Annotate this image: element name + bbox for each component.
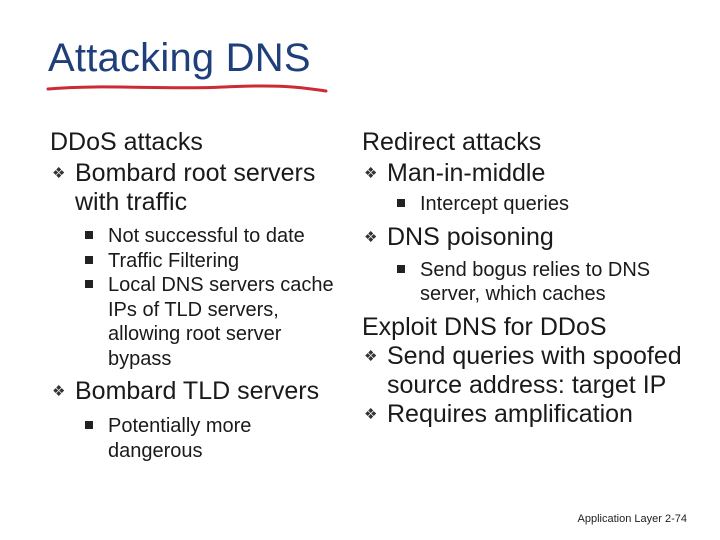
- right-sub-item-1: Intercept queries: [385, 192, 702, 217]
- left-sub-item-2: Traffic Filtering: [73, 249, 350, 274]
- left-sub-item-3-text: Local DNS servers cache IPs of TLD serve…: [108, 274, 334, 370]
- right-sub-item-2-text: Send bogus relies to DNS server, which c…: [420, 258, 651, 306]
- left-sub-item-3: Local DNS servers cache IPs of TLD serve…: [73, 273, 350, 371]
- square-bullet-icon: [397, 199, 405, 207]
- right-item-2-sublist: Send bogus relies to DNS server, which c…: [362, 258, 702, 307]
- diamond-bullet-icon: ❖: [364, 347, 378, 365]
- right-item-1-text: Man-in-middle: [387, 159, 546, 187]
- footer-label: Application Layer: [577, 513, 662, 525]
- right-column: Redirect attacks ❖ Man-in-middle Interce…: [362, 128, 702, 429]
- right-item-2-text: DNS poisoning: [387, 222, 554, 251]
- square-bullet-icon: [85, 421, 93, 429]
- right-item-amplification: ❖ Requires amplification: [362, 400, 702, 429]
- diamond-bullet-icon: ❖: [52, 165, 66, 182]
- right-item-4-text: Requires amplification: [387, 399, 633, 428]
- square-bullet-icon: [397, 264, 405, 273]
- diamond-bullet-icon: ❖: [52, 383, 66, 400]
- footer-page-number: 2-74: [664, 513, 687, 525]
- left-item-1-sublist: Not successful to date Traffic Filtering…: [50, 224, 350, 371]
- square-bullet-icon: [85, 231, 93, 239]
- left-heading: DDoS attacks: [50, 128, 203, 156]
- left-sub-item-4: Potentially more dangerous: [73, 414, 350, 463]
- right-sub-item-2: Send bogus relies to DNS server, which c…: [385, 258, 702, 307]
- diamond-bullet-icon: ❖: [364, 228, 378, 246]
- square-bullet-icon: [85, 280, 93, 288]
- slide-footer: Application Layer 2-74: [578, 513, 687, 525]
- right-heading-2: Exploit DNS for DDoS: [362, 312, 607, 341]
- left-column: DDoS attacks ❖ Bombard root servers with…: [50, 128, 350, 463]
- left-sub-item-4-text: Potentially more dangerous: [108, 415, 252, 462]
- diamond-bullet-icon: ❖: [364, 165, 378, 182]
- diamond-bullet-icon: ❖: [364, 405, 378, 423]
- slide-title: Attacking DNS: [48, 36, 311, 80]
- right-sub-item-1-text: Intercept queries: [420, 193, 569, 215]
- right-heading: Redirect attacks: [362, 128, 542, 156]
- title-underline: [46, 84, 328, 93]
- left-item-1-text: Bombard root servers with traffic: [75, 159, 316, 216]
- left-item-2-text: Bombard TLD servers: [75, 377, 320, 405]
- left-sub-item-1-text: Not successful to date: [108, 225, 305, 247]
- right-item-send-queries: ❖ Send queries with spoofed source addre…: [362, 342, 702, 400]
- left-item-bombard-tld: ❖ Bombard TLD servers: [50, 377, 350, 406]
- left-item-bombard-root: ❖ Bombard root servers with traffic: [50, 159, 350, 217]
- right-item-man-in-middle: ❖ Man-in-middle: [362, 159, 702, 188]
- left-sub-item-1: Not successful to date: [73, 224, 350, 249]
- left-sub-item-2-text: Traffic Filtering: [108, 249, 240, 272]
- right-item-1-sublist: Intercept queries: [362, 192, 702, 217]
- right-item-dns-poisoning: ❖ DNS poisoning: [362, 223, 702, 252]
- square-bullet-icon: [85, 255, 93, 264]
- left-item-2-sublist: Potentially more dangerous: [50, 414, 350, 463]
- right-item-3-text: Send queries with spoofed source address…: [387, 341, 682, 399]
